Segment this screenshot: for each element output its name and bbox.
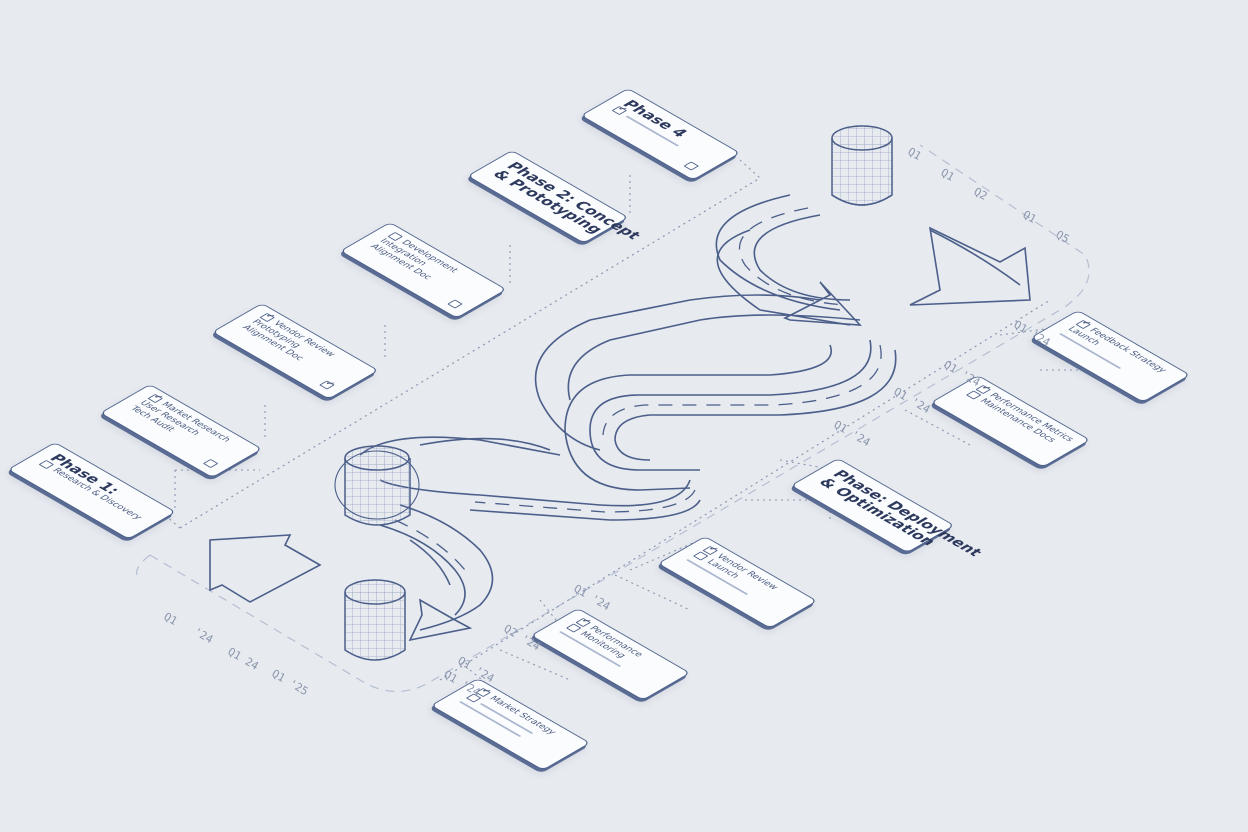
arrow-mid: [783, 281, 862, 326]
cylinder-bottom: [344, 579, 406, 661]
boundary-outline-left: [136, 554, 151, 581]
cylinder-middle: [334, 445, 420, 526]
winding-road: [359, 194, 1021, 631]
arrow-left: [209, 534, 322, 603]
checkbox-icon[interactable]: [683, 161, 700, 171]
road-center-line: [394, 207, 882, 571]
timeline-right: [439, 299, 1051, 681]
boundary-outline: [149, 144, 1090, 693]
arrow-top-right: [909, 226, 1031, 306]
arrow-bottom: [408, 598, 473, 642]
checkbox-icon[interactable]: [611, 105, 628, 115]
timeline-left: [179, 177, 761, 529]
cylinder-top: [831, 125, 893, 206]
checkbox-icon[interactable]: [319, 380, 335, 390]
